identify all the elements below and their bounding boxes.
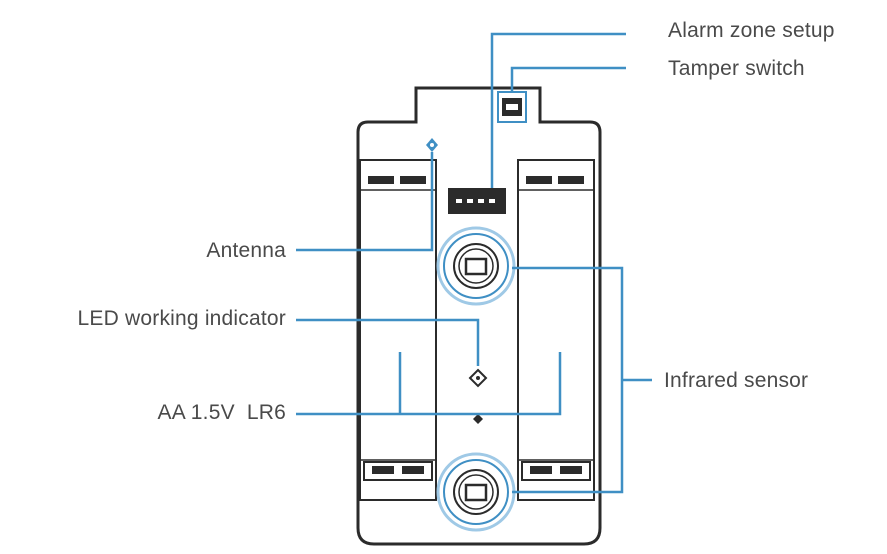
callout-alarm-zone xyxy=(490,32,626,188)
callout-battery xyxy=(296,352,562,416)
device-outline xyxy=(356,86,602,546)
left-battery-compartment xyxy=(359,159,437,501)
callout-lines xyxy=(296,32,652,494)
label-infrared-sensor: Infrared sensor xyxy=(664,369,809,392)
right-battery-compartment xyxy=(517,159,595,501)
callout-led xyxy=(296,318,480,366)
callout-antenna xyxy=(296,152,434,252)
callout-tamper-switch xyxy=(510,66,626,92)
label-tamper-switch: Tamper switch xyxy=(668,57,805,80)
label-antenna: Antenna xyxy=(206,239,286,262)
infrared-sensor-bottom xyxy=(436,452,516,532)
small-indicator xyxy=(473,414,483,424)
label-alarm-zone-setup: Alarm zone setup xyxy=(668,19,835,42)
tamper-switch-part xyxy=(497,91,527,123)
infrared-sensor-top xyxy=(436,226,516,306)
label-battery: AA 1.5V LR6 xyxy=(157,401,286,424)
led-indicator xyxy=(468,368,488,388)
alarm-zone-connector xyxy=(448,188,506,214)
label-led-working-indicator: LED working indicator xyxy=(77,307,286,330)
callout-infrared xyxy=(512,266,624,494)
antenna-marker xyxy=(426,138,438,152)
